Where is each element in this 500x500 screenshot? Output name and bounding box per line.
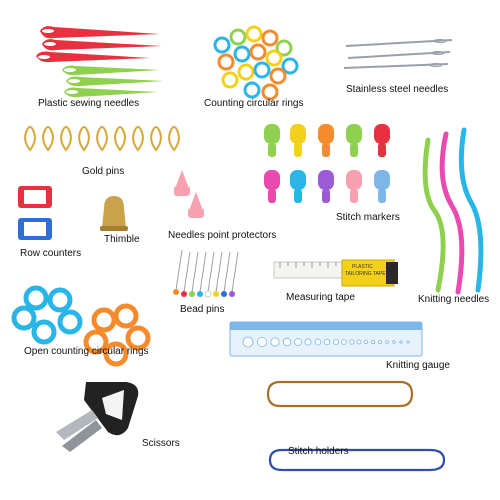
knitting-needles-image (422, 127, 484, 295)
label-counting-circular-rings: Counting circular rings (204, 98, 304, 109)
label-stainless-steel-needles: Stainless steel needles (346, 84, 449, 95)
label-row-counters: Row counters (20, 248, 82, 259)
label-plastic-sewing-needles: Plastic sewing needles (38, 98, 140, 109)
label-bead-pins: Bead pins (180, 304, 225, 315)
scissors-image (56, 382, 139, 452)
stitch-markers-image (264, 124, 390, 203)
measuring-tape-image (273, 259, 398, 287)
label-thimble: Thimble (104, 234, 140, 245)
plastic-sewing-needles-image (36, 26, 164, 98)
label-stitch-holders: Stitch holders (288, 446, 349, 457)
row-counters-image (18, 186, 52, 240)
bead-pins-image (173, 249, 239, 298)
tape-case-text-plastic: PLASTIC (352, 264, 373, 270)
counting-circular-rings-image (213, 25, 299, 101)
thimble-image (100, 196, 128, 231)
label-measuring-tape: Measuring tape (286, 292, 355, 303)
open-counting-circular-rings-image (11, 285, 151, 367)
stitch-holders-image (266, 380, 446, 472)
label-scissors: Scissors (142, 438, 180, 449)
tape-case-text-tailoring: TAILORING TAPE (345, 271, 386, 277)
label-open-counting-circular-rings: Open counting circular rings (24, 346, 149, 357)
gold-pins-image (24, 126, 180, 152)
knitting-gauge-image (229, 321, 423, 357)
label-needles-point-protectors: Needles point protectors (168, 230, 277, 241)
label-knitting-gauge: Knitting gauge (386, 360, 450, 371)
stainless-steel-needles-image (343, 39, 453, 69)
label-stitch-markers: Stitch markers (336, 212, 400, 223)
label-knitting-needles: Knitting needles (418, 294, 490, 305)
label-gold-pins: Gold pins (82, 166, 125, 177)
needles-point-protectors-image (174, 170, 204, 218)
